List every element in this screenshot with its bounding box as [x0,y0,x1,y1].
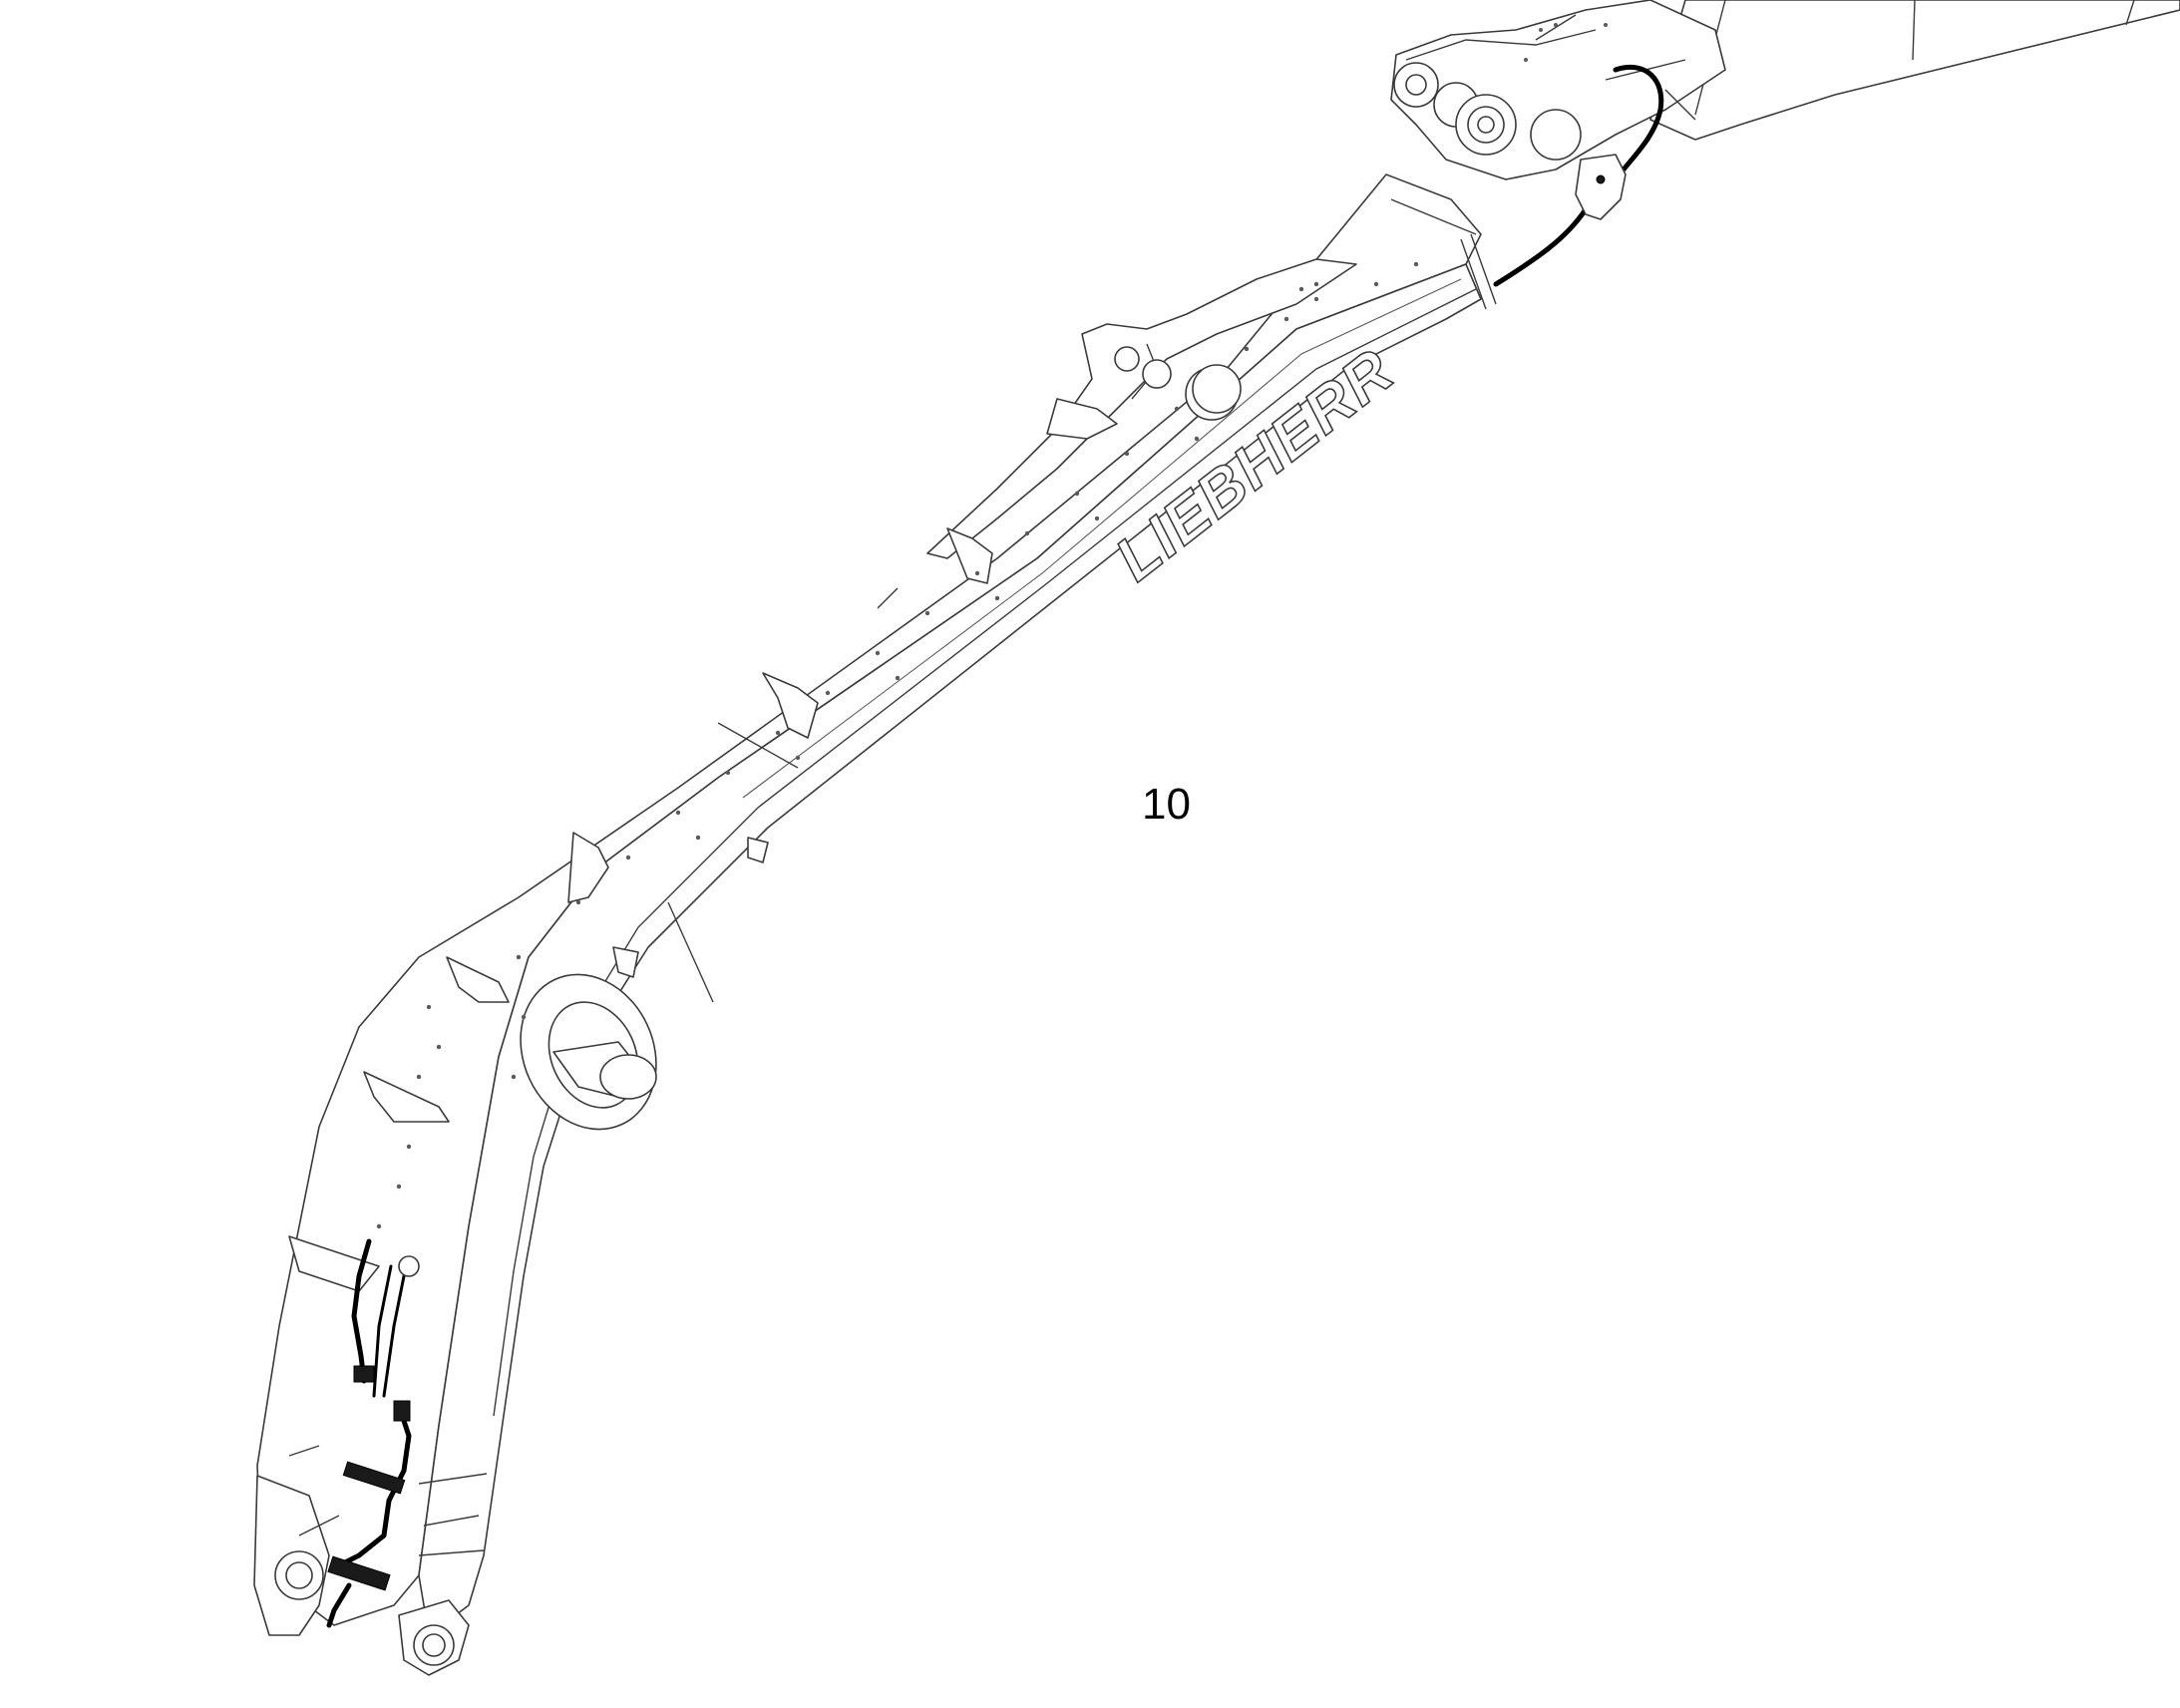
pivot-boss [520,364,1242,1131]
upper-boom-extension [1649,0,2180,141]
hydraulic-lines [326,64,1664,1628]
boom-head-knuckle [1390,0,1726,180]
boom-foot [253,1445,470,1676]
rivet-dots [376,261,1419,1229]
part-number-label: 10 [1142,780,1191,829]
